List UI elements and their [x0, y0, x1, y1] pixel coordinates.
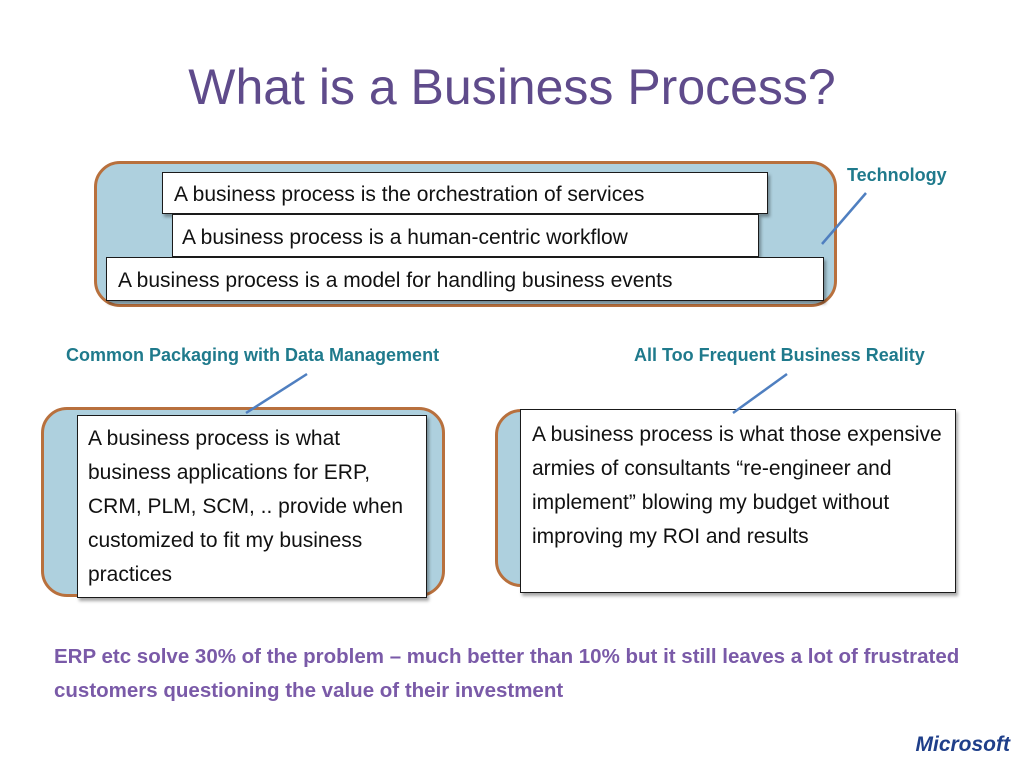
definition-workflow-text: A business process is a human-centric wo…	[182, 226, 628, 249]
reality-callout-label: All Too Frequent Business Reality	[634, 345, 925, 365]
slide-title: What is a Business Process?	[188, 59, 836, 115]
reality-definition-card: A business process is what those expensi…	[520, 409, 956, 593]
packaging-connector-line	[245, 372, 308, 415]
packaging-definition-card: A business process is what business appl…	[77, 415, 427, 598]
definition-orchestration-text: A business process is the orchestration …	[174, 183, 645, 206]
summary-text: ERP etc solve 30% of the problem – much …	[54, 645, 960, 702]
definition-events-text: A business process is a model for handli…	[118, 269, 673, 292]
reality-definition-text: A business process is what those expensi…	[532, 423, 942, 548]
technology-connector-line	[821, 192, 867, 245]
microsoft-logo: Microsoft	[915, 733, 1011, 756]
packaging-definition-text: A business process is what business appl…	[88, 427, 404, 586]
packaging-callout-label: Common Packaging with Data Management	[66, 345, 440, 365]
definition-workflow-card: A business process is a human-centric wo…	[172, 214, 759, 257]
reality-connector-line	[732, 372, 788, 415]
technology-callout-label: Technology	[847, 165, 947, 185]
definition-events-card: A business process is a model for handli…	[106, 257, 824, 301]
definition-orchestration-card: A business process is the orchestration …	[162, 172, 768, 214]
